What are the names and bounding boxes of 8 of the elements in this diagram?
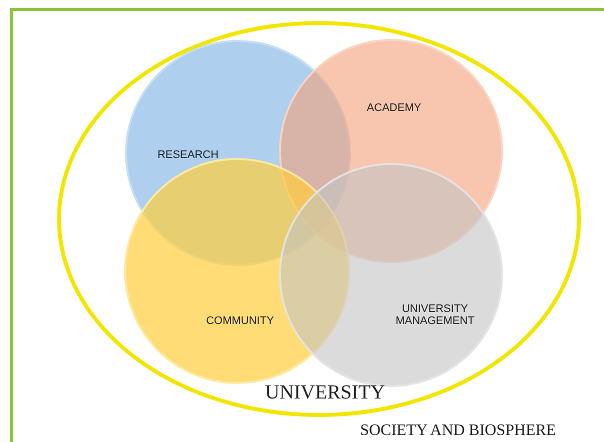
circle-label: RESEARCH — [156, 149, 220, 161]
circle-label: COMMUNITY — [205, 315, 275, 327]
region-label: SOCIETY AND BIOSPHERE — [359, 422, 557, 440]
circle-label: UNIVERSITY MANAGEMENT — [394, 303, 476, 327]
frame-border — [10, 8, 604, 442]
circle-label: ACADEMY — [366, 102, 422, 114]
region-label: UNIVERSITY — [264, 382, 386, 404]
oval-outline — [57, 21, 581, 417]
